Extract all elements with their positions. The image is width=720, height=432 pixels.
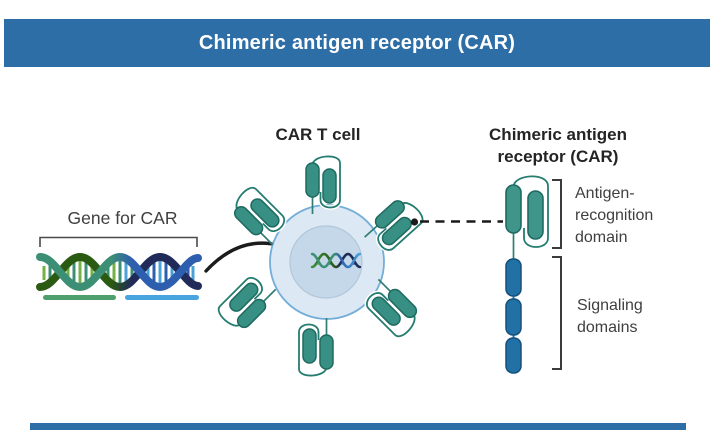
gene-green-underline xyxy=(43,295,116,300)
page-title: Chimeric antigen receptor (CAR) xyxy=(198,31,516,54)
receptor-title: Chimeric antigen receptor (CAR) xyxy=(470,124,646,168)
receptor-icon-lower-left xyxy=(215,270,280,335)
antigen-domain-capsule-right xyxy=(527,190,544,240)
receptor-icon-top xyxy=(306,156,340,214)
antigen-domain-label-line2: recognition xyxy=(575,207,654,224)
dna-helix-illustration xyxy=(36,252,202,292)
cell-title: CAR T cell xyxy=(275,125,361,144)
signaling-domain-capsule-2 xyxy=(505,298,522,336)
antigen-domain-label-line1: Antigen- xyxy=(575,185,635,202)
antigen-domain-label-line3: domain xyxy=(575,229,628,246)
signaling-domain-bracket xyxy=(552,256,562,370)
gene-bracket xyxy=(39,236,198,247)
header-bar: Chimeric antigen receptor (CAR) xyxy=(4,19,710,67)
receptor-icon-bottom xyxy=(299,318,333,376)
antigen-domain-label: Antigen- recognition domain xyxy=(575,183,690,249)
gene-blue-underline xyxy=(125,295,199,300)
antigen-domain-capsule-left xyxy=(505,184,522,234)
nucleus-dna-icon xyxy=(310,252,362,269)
footer-bar xyxy=(30,423,686,430)
car-structure xyxy=(505,174,551,374)
signaling-domain-label: Signaling domains xyxy=(577,295,677,339)
dashed-connector xyxy=(410,218,503,226)
gene-label: Gene for CAR xyxy=(67,208,178,228)
receptor-title-line1: Chimeric antigen xyxy=(489,125,627,144)
receptor-title-line2: receptor (CAR) xyxy=(497,147,619,166)
signaling-domain-capsule-3 xyxy=(505,337,522,374)
antigen-domain-bracket xyxy=(552,179,562,249)
signaling-domain-capsule-1 xyxy=(505,258,522,297)
t-cell-nucleus xyxy=(289,225,363,299)
signaling-domain-label-line1: Signaling xyxy=(577,297,643,314)
signaling-domain-label-line2: domains xyxy=(577,319,638,336)
